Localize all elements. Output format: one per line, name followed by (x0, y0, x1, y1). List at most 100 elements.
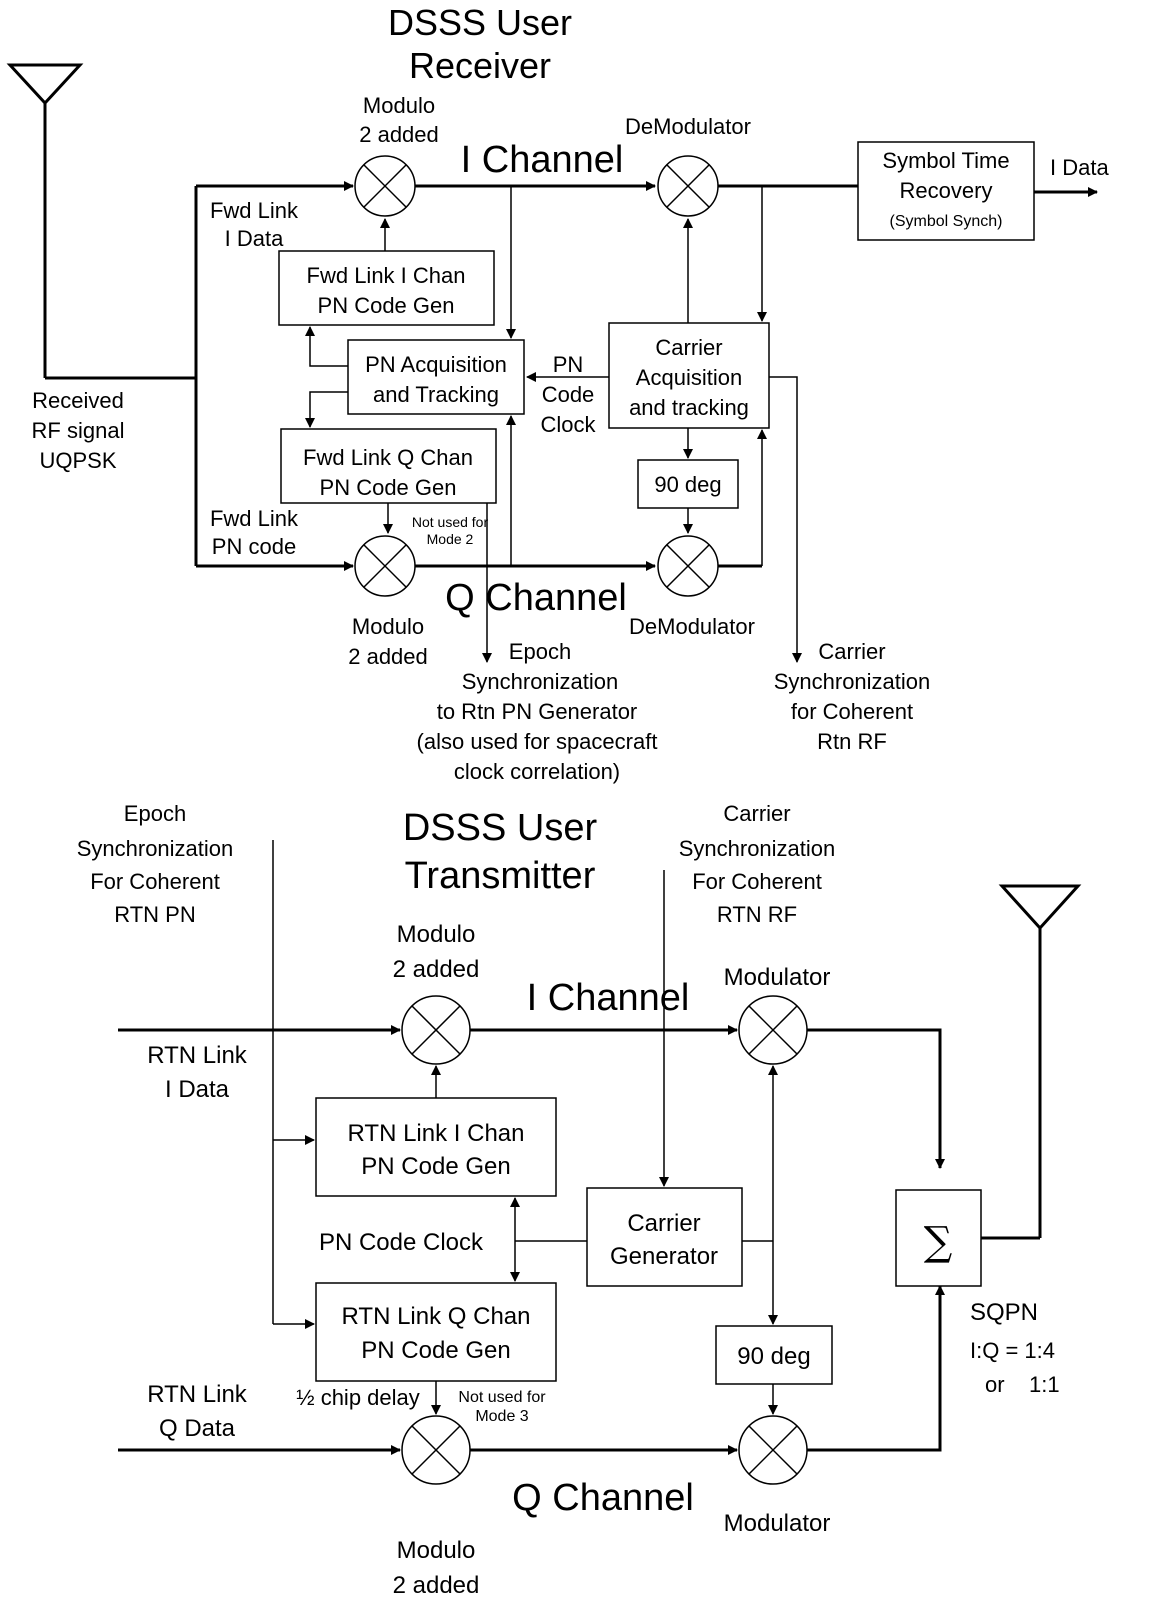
epoch-in-label-4: RTN PN (114, 902, 196, 927)
rx-signal-label-2: RF signal (32, 418, 125, 443)
summer-box (895, 1189, 982, 1287)
fwd-q-pn-gen-label-1: Fwd Link Q Chan (303, 445, 473, 470)
rx-mod2-bot-label-1: Modulo (352, 614, 424, 639)
tx-not-used-label-2: Mode 3 (475, 1408, 528, 1425)
carrier-in-label-2: Synchronization (679, 836, 836, 861)
tx-modulator-i (738, 995, 808, 1065)
tx-mod2-top-label-2: 2 added (393, 956, 480, 983)
rtn-i-pn-gen-label-2: PN Code Gen (361, 1153, 510, 1180)
tx-q-channel-label: Q Channel (512, 1477, 694, 1519)
fwd-i-data-label-2: I Data (225, 226, 284, 251)
transmit-antenna-icon (998, 884, 1082, 1238)
rtn-i-pn-gen-box (315, 1097, 557, 1197)
epoch-out-label-4: (also used for spacecraft (417, 729, 658, 754)
i-data-output-label: I Data (1050, 155, 1109, 180)
tx-i-channel-label: I Channel (527, 977, 690, 1019)
pn-clock-label-2: Code (542, 382, 595, 407)
fwd-i-data-label-1: Fwd Link (210, 198, 299, 223)
rtn-i-data-label-1: RTN Link (147, 1042, 248, 1069)
epoch-in-label-1: Epoch (124, 801, 186, 826)
tx-mod2-bot-label-1: Modulo (397, 1537, 476, 1564)
epoch-in-label-3: For Coherent (90, 869, 220, 894)
rx-90deg-label: 90 deg (654, 472, 721, 497)
epoch-in-label-2: Synchronization (77, 836, 234, 861)
rx-mod2-top-label-1: Modulo (363, 93, 435, 118)
carrier-sync-out-label-3: for Coherent (791, 699, 913, 724)
carrier-sync-out-label-4: Rtn RF (817, 729, 887, 754)
fwd-i-pn-gen-label-1: Fwd Link I Chan (307, 263, 466, 288)
carrier-in-label-1: Carrier (723, 801, 790, 826)
receiver-title-line2: Receiver (409, 45, 551, 86)
rx-mod2-top-label-2: 2 added (359, 122, 439, 147)
fwd-i-pn-gen-label-2: PN Code Gen (318, 293, 455, 318)
carrier-in-label-3: For Coherent (692, 869, 822, 894)
epoch-out-label-2: Synchronization (462, 669, 619, 694)
transmitter-title-line2: Transmitter (405, 855, 596, 897)
rx-demodulator-q (657, 535, 719, 597)
tx-mixer-q (401, 1415, 471, 1485)
rtn-i-pn-gen-label-1: RTN Link I Chan (348, 1120, 525, 1147)
rx-mixer-i (354, 155, 416, 217)
rx-demodulator-i (657, 155, 719, 217)
rx-signal-label-3: UQPSK (39, 448, 116, 473)
pn-code-clock-label: PN Code Clock (319, 1229, 484, 1256)
pn-clock-label-3: Clock (540, 412, 596, 437)
sqpn-label-2: I:Q = 1:4 (970, 1338, 1055, 1363)
rx-q-channel-label: Q Channel (445, 577, 627, 619)
tx-90deg-label: 90 deg (737, 1343, 810, 1370)
pn-acq-label-2: and Tracking (373, 382, 499, 407)
pn-acquisition-box (347, 339, 525, 415)
rtn-q-pn-gen-label-2: PN Code Gen (361, 1337, 510, 1364)
fwd-q-pn-gen-label-2: PN Code Gen (320, 475, 457, 500)
symbol-label-1: Symbol Time (882, 148, 1009, 173)
tx-q-to-sum (807, 1285, 945, 1452)
rx-demod-bot-label: DeModulator (629, 614, 755, 639)
tx-i-to-sum (807, 1028, 945, 1169)
tx-mod2-bot-label-2: 2 added (393, 1572, 480, 1599)
rx-mod2-bot-label-2: 2 added (348, 644, 428, 669)
receive-antenna-icon (6, 63, 84, 378)
rtn-q-data-label-2: Q Data (159, 1415, 236, 1442)
rx-90deg-box (637, 459, 739, 509)
rtn-q-pn-gen-box (315, 1282, 557, 1382)
carrier-acq-label-1: Carrier (655, 335, 722, 360)
epoch-out-label-1: Epoch (509, 639, 571, 664)
receiver-title-line1: DSSS User (388, 2, 572, 43)
carrier-in-label-4: RTN RF (717, 902, 797, 927)
carrier-acq-label-2: Acquisition (636, 365, 742, 390)
fwd-pn-code-label-1: Fwd Link (210, 506, 299, 531)
conn-acq-to-qpn (305, 391, 348, 428)
transmitter-title-line1: DSSS User (403, 807, 598, 849)
rtn-i-data-label-2: I Data (165, 1076, 230, 1103)
symbol-label-3: (Symbol Synch) (890, 213, 1003, 230)
pn-clock-label-1: PN (553, 352, 584, 377)
fwd-pn-code-label-2: PN code (212, 534, 296, 559)
symbol-time-recovery-box (857, 141, 1035, 241)
half-chip-delay-label: ½ chip delay (296, 1385, 420, 1410)
pn-acq-label-1: PN Acquisition (365, 352, 507, 377)
carrier-gen-label-2: Generator (610, 1243, 718, 1270)
carrier-generator-box (586, 1187, 743, 1287)
carrier-sync-out-label-1: Carrier (818, 639, 885, 664)
rtn-q-data-label-1: RTN Link (147, 1381, 248, 1408)
conn-acq-to-ipn (305, 326, 348, 367)
conn-carrier-sync-out (769, 376, 802, 663)
epoch-out-label-5: clock correlation) (454, 759, 620, 784)
rtn-q-pn-gen-label-1: RTN Link Q Chan (342, 1303, 531, 1330)
rx-not-used-label-1: Not used for (412, 514, 489, 530)
fwd-i-pn-gen-box (278, 250, 495, 326)
fwd-q-pn-gen-box (280, 428, 497, 504)
carrier-acquisition-box (608, 322, 770, 429)
carrier-acq-label-3: and tracking (629, 395, 749, 420)
tx-modulator-q (738, 1415, 808, 1485)
carrier-sync-out-label-2: Synchronization (774, 669, 931, 694)
epoch-out-label-3: to Rtn PN Generator (437, 699, 638, 724)
tx-90deg-box (715, 1325, 833, 1385)
rx-i-channel-label: I Channel (461, 139, 624, 181)
receiver-section: DSSS User Receiver (6, 2, 1109, 784)
tx-modulator-bot-label: Modulator (724, 1510, 831, 1537)
carrier-gen-label-1: Carrier (627, 1210, 700, 1237)
sqpn-label-1: SQPN (970, 1299, 1038, 1326)
summer-symbol: ∑ (924, 1219, 953, 1265)
